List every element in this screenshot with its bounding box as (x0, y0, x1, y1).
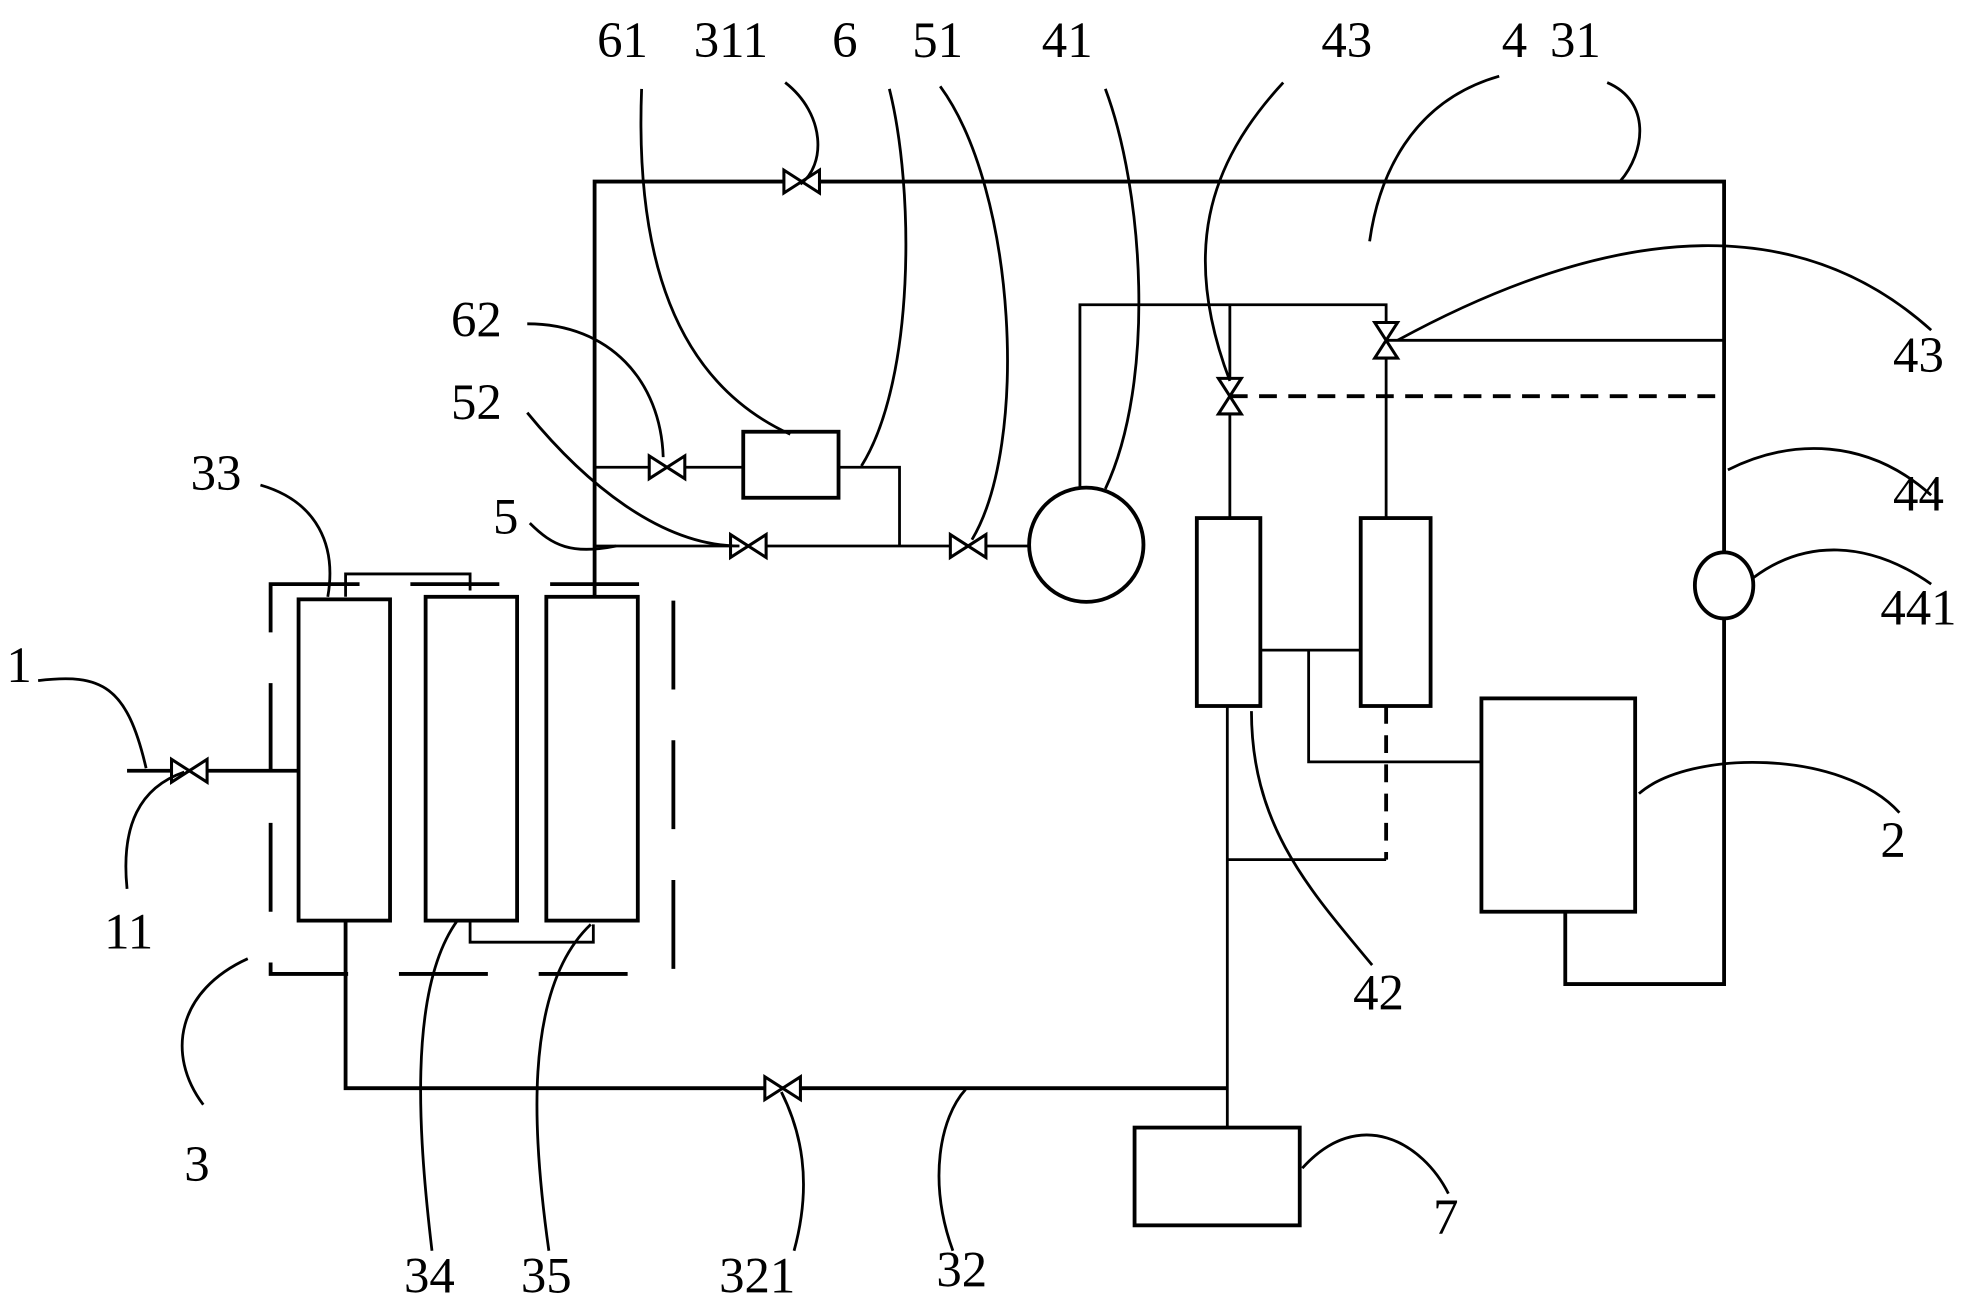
label-42: 42 (1353, 964, 1404, 1020)
label-11: 11 (104, 904, 153, 960)
membrane-module-42b (1358, 516, 1433, 708)
leader-41 (1104, 88, 1141, 490)
label-3: 3 (184, 1136, 209, 1192)
label-311: 311 (694, 12, 768, 68)
lower-pipe-32 (343, 920, 1228, 1091)
valve-51[interactable] (948, 531, 988, 561)
leader-5 (528, 522, 617, 551)
bypass-pipe-6-out (838, 465, 901, 547)
pump-header-pipe (1078, 303, 1388, 521)
leader-321 (780, 1091, 805, 1252)
valve-52[interactable] (729, 531, 768, 561)
label-33: 33 (191, 445, 242, 501)
filter-assembly-enclosure (268, 582, 676, 976)
label-5: 5 (493, 488, 518, 544)
label-44: 44 (1893, 465, 1944, 521)
membrane-module-42a (1194, 516, 1263, 708)
label-34: 34 (404, 1248, 455, 1299)
leader-311 (784, 81, 820, 186)
valve-43b[interactable] (1371, 321, 1401, 360)
leader-61 (639, 88, 791, 436)
filter-link-bottom (468, 920, 595, 944)
leader-43b (1396, 244, 1933, 342)
label-35: 35 (521, 1248, 572, 1299)
label-61: 61 (597, 12, 648, 68)
filter-cartridge-33 (296, 597, 392, 923)
valve-321[interactable] (763, 1073, 802, 1103)
leader-3 (180, 957, 249, 1106)
leader-1 (37, 677, 148, 769)
label-1: 1 (6, 637, 31, 693)
drain-tank-7 (1132, 1125, 1302, 1228)
label-62: 62 (451, 292, 502, 348)
label-31: 31 (1550, 12, 1601, 68)
tank-2 (1479, 696, 1638, 914)
leader-62 (527, 322, 665, 458)
label-321: 321 (719, 1248, 795, 1299)
label-51: 51 (912, 12, 963, 68)
leader-441 (1752, 548, 1932, 586)
leader-43a (1203, 81, 1285, 382)
leader-32 (937, 1088, 967, 1252)
label-441: 441 (1880, 580, 1956, 636)
leader-2 (1638, 760, 1901, 814)
leader-34 (419, 919, 459, 1251)
leader-31 (1606, 81, 1642, 183)
bypass-component-61 (741, 429, 841, 500)
label-32: 32 (936, 1241, 987, 1297)
label-6: 6 (832, 12, 857, 68)
leader-11 (124, 770, 185, 889)
leader-51 (939, 85, 1009, 541)
label-52: 52 (451, 374, 502, 430)
leader-42 (1250, 711, 1374, 966)
sensor-441 (1692, 550, 1756, 621)
label-7: 7 (1433, 1189, 1458, 1245)
label-41: 41 (1042, 12, 1093, 68)
valve-62[interactable] (647, 453, 687, 482)
leader-4 (1368, 74, 1500, 242)
leader-6 (860, 88, 908, 467)
leader-44 (1727, 447, 1933, 497)
filter-cartridge-34 (423, 594, 520, 923)
pump-41 (1027, 485, 1146, 604)
valve-43a[interactable] (1215, 376, 1245, 416)
valve-11[interactable] (169, 756, 209, 785)
leader-35 (535, 923, 592, 1251)
label-2: 2 (1880, 812, 1905, 868)
membrane-to-tank (1307, 650, 1481, 764)
label-43-right: 43 (1893, 327, 1944, 383)
label-4: 4 (1502, 12, 1527, 68)
leader-33 (260, 483, 332, 598)
leader-52 (526, 411, 740, 548)
filter-cartridge-35 (544, 594, 640, 923)
label-43-top: 43 (1321, 12, 1372, 68)
leader-7 (1301, 1133, 1450, 1195)
